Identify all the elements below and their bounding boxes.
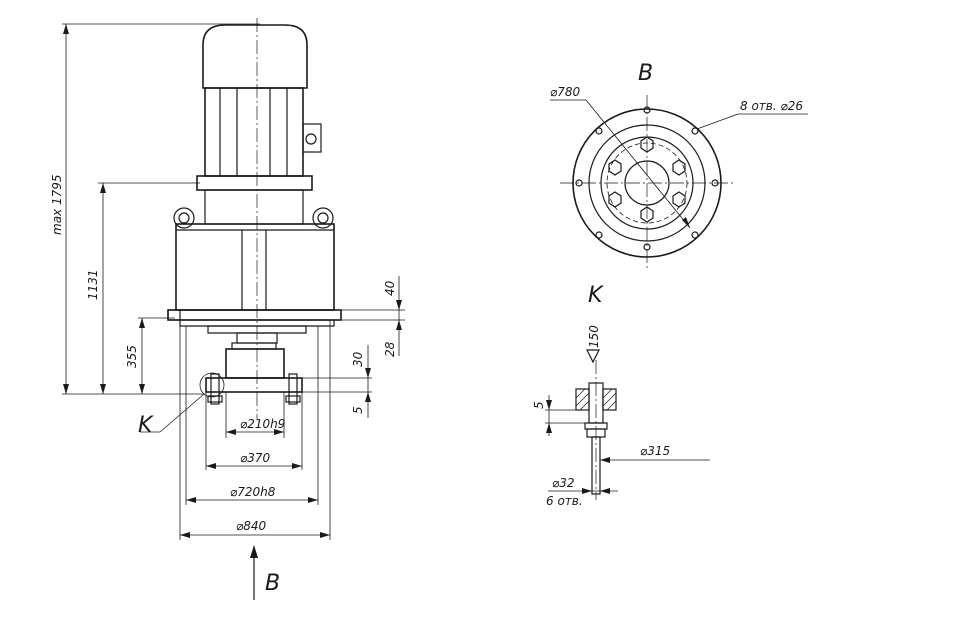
dia-315: ⌀315 xyxy=(640,444,670,458)
dim-40: 40 xyxy=(383,280,397,296)
view-arrow-b-label: B xyxy=(265,571,280,596)
dim-30: 30 xyxy=(351,351,365,367)
output-flange xyxy=(205,377,303,393)
section-k-title: K xyxy=(588,283,604,308)
dia-720h8: ⌀720h8 xyxy=(230,485,276,499)
dim-150: 150 xyxy=(587,325,601,348)
holes-6: 6 отв. xyxy=(546,494,583,508)
gearbox-housing xyxy=(175,223,335,311)
flange-bore xyxy=(624,160,670,206)
dim-max-1795: max 1795 xyxy=(50,175,64,236)
terminal-box xyxy=(302,123,322,153)
dia-32: ⌀32 xyxy=(552,476,575,490)
flange-outer-circle xyxy=(572,108,722,258)
dim-28: 28 xyxy=(383,341,397,357)
dim-355: 355 xyxy=(125,345,139,368)
lifting-eye-left xyxy=(173,207,195,229)
mounting-plate xyxy=(167,309,342,321)
motor-cap xyxy=(202,24,308,89)
dia-780: ⌀780 xyxy=(550,85,580,99)
dia-840: ⌀840 xyxy=(236,519,266,533)
dim-1131: 1131 xyxy=(86,269,100,300)
dia-210h9: ⌀210h9 xyxy=(240,417,285,431)
lifting-eye-right xyxy=(312,207,334,229)
section-k xyxy=(545,349,710,500)
view-b-arrow xyxy=(250,545,258,558)
dia-370: ⌀370 xyxy=(240,451,270,465)
dim-5: 5 xyxy=(351,406,365,414)
view-b-title: B xyxy=(638,61,653,86)
view-b xyxy=(550,95,808,270)
front-view xyxy=(140,18,342,433)
motor-flange xyxy=(196,175,313,191)
section-dim-5: 5 xyxy=(532,401,546,409)
front-view-dimensions xyxy=(62,23,405,600)
output-hub xyxy=(225,348,285,379)
callout-k-label: K xyxy=(138,413,154,438)
holes-8x26: 8 отв. ⌀26 xyxy=(740,99,803,113)
detail-k-circle xyxy=(199,372,225,398)
